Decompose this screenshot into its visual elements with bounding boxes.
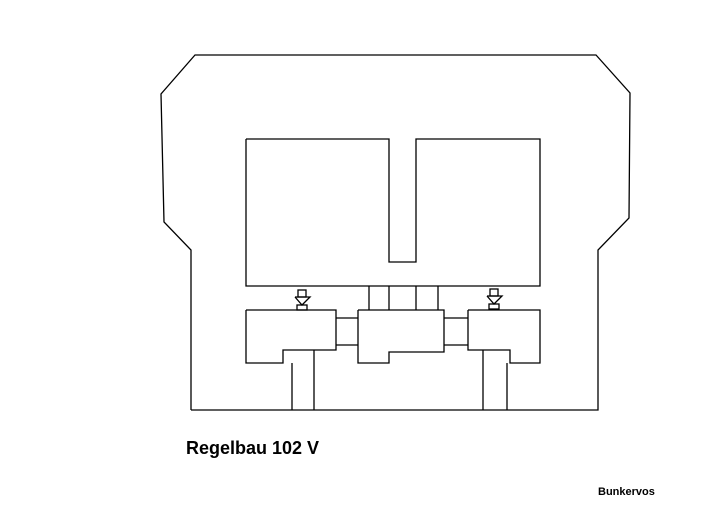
plan-title: Regelbau 102 V bbox=[186, 438, 320, 458]
outer-wall bbox=[160, 54, 631, 411]
left-vent bbox=[294, 289, 312, 311]
right-connector bbox=[444, 317, 468, 346]
right-entrance bbox=[482, 350, 508, 410]
left-entrance bbox=[291, 350, 315, 410]
right-cell bbox=[467, 309, 541, 364]
right-vent bbox=[486, 288, 504, 310]
main-room bbox=[245, 138, 541, 287]
center-cell bbox=[357, 309, 445, 364]
author-credit: Bunkervos bbox=[598, 486, 655, 498]
left-cell bbox=[245, 309, 337, 364]
left-connector bbox=[336, 317, 358, 346]
